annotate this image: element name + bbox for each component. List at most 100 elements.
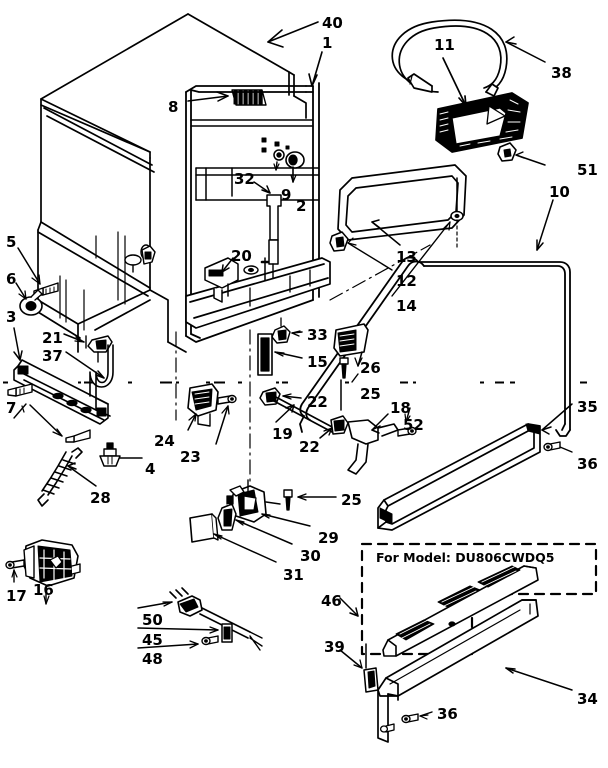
callout-51: 51	[577, 161, 598, 179]
part-22-clip-a	[259, 387, 302, 406]
callout-36-bottom: 36	[437, 705, 458, 723]
part-25-screw-a	[339, 357, 359, 383]
callout-21: 21	[42, 329, 63, 347]
callout-2: 2	[296, 197, 307, 215]
callout-9: 9	[281, 186, 292, 204]
callout-15: 15	[307, 353, 328, 371]
callout-11: 11	[434, 36, 455, 54]
part-25-screw-b	[283, 489, 337, 511]
callout-10: 10	[549, 183, 570, 201]
callout-29: 29	[318, 529, 339, 547]
part-15-hinge	[257, 333, 303, 376]
callout-38: 38	[551, 64, 572, 82]
leader-18	[371, 413, 389, 434]
part-19-rod	[271, 395, 335, 433]
leader-1	[308, 51, 323, 87]
callout-48: 48	[142, 650, 163, 668]
part-48-screw	[137, 635, 219, 649]
panel-corner-tabs	[379, 423, 541, 525]
console-keypads	[395, 565, 521, 641]
floor-small-parts	[243, 257, 270, 281]
callout-12: 12	[396, 272, 417, 290]
callout-5: 5	[6, 233, 17, 251]
callout-34: 34	[577, 690, 598, 708]
frame-top-holes	[261, 137, 290, 153]
callout-13: 13	[396, 248, 417, 266]
callout-36-right: 36	[577, 455, 598, 473]
part-4-leveling-foot	[99, 442, 143, 467]
callout-8: 8	[168, 98, 179, 116]
callout-40: 40	[322, 14, 343, 32]
leader-46	[339, 597, 359, 617]
part-50-power-cord	[137, 587, 263, 651]
part-11-hose	[391, 19, 508, 107]
callout-17: 17	[6, 587, 27, 605]
part-35-access-panel	[377, 423, 541, 531]
callout-19: 19	[272, 425, 293, 443]
callout-37: 37	[42, 347, 63, 365]
callout-33: 33	[307, 326, 328, 344]
part-6-roller	[15, 282, 43, 316]
leader-28	[67, 462, 97, 487]
tub-wall-clip	[141, 245, 156, 265]
leader-38	[505, 36, 546, 63]
part-28-spring	[37, 447, 83, 507]
callout-22-upper: 22	[307, 393, 328, 411]
callout-18: 18	[390, 399, 411, 417]
rail-holes	[52, 392, 92, 414]
callout-26: 26	[360, 359, 381, 377]
part-18-lever	[347, 419, 399, 475]
callout-6: 6	[6, 270, 17, 288]
part-29-assembly	[229, 479, 311, 527]
leader-40	[267, 21, 319, 48]
callout-35: 35	[577, 398, 598, 416]
part-22-clip-b	[319, 415, 349, 439]
part-39-bracket	[339, 643, 379, 693]
callout-32: 32	[234, 170, 255, 188]
callout-52: 52	[403, 416, 424, 434]
part-20-bracket	[204, 257, 239, 303]
construction-line-upper	[329, 244, 431, 301]
callout-25-lower: 25	[341, 491, 362, 509]
tub-inner-panels	[59, 231, 126, 331]
part-8-terminal-block	[187, 89, 267, 106]
callout-50: 50	[142, 611, 163, 629]
callout-30: 30	[300, 547, 321, 565]
part-21-clip	[63, 333, 113, 363]
part-7-screws	[7, 383, 91, 443]
callout-31: 31	[283, 566, 304, 584]
part-13-door-panel	[337, 164, 467, 241]
callout-20: 20	[231, 247, 252, 265]
part-24-foot	[187, 383, 219, 431]
model-note-label: For Model: DU806CWDQ5	[376, 550, 555, 565]
callout-4: 4	[145, 460, 156, 478]
leader-19	[275, 404, 295, 423]
leader-35	[541, 403, 573, 435]
console-detail	[448, 621, 456, 627]
callout-16: 16	[33, 581, 54, 599]
callout-22-lower: 22	[299, 438, 320, 456]
part-14-screw	[391, 177, 464, 297]
filter-gasket	[435, 92, 529, 153]
callout-25-upper: 25	[360, 385, 381, 403]
part-2-bushing	[285, 151, 305, 183]
callout-28: 28	[90, 489, 111, 507]
part-31-cover-plate	[189, 513, 277, 563]
part-9-screw-head	[273, 149, 285, 171]
callout-7: 7	[6, 399, 17, 417]
part-23-screw	[215, 394, 237, 445]
part-45-strain-relief	[137, 623, 233, 643]
callout-14: 14	[396, 297, 417, 315]
part-51-clip	[497, 142, 546, 166]
part-26-latch	[333, 323, 369, 367]
leader-10	[536, 199, 554, 251]
callout-3: 3	[6, 308, 17, 326]
tub-front-lip	[185, 257, 331, 329]
callout-46: 46	[321, 592, 342, 610]
callout-39: 39	[324, 638, 345, 656]
part-52-screw	[397, 407, 417, 437]
callout-23: 23	[180, 448, 201, 466]
